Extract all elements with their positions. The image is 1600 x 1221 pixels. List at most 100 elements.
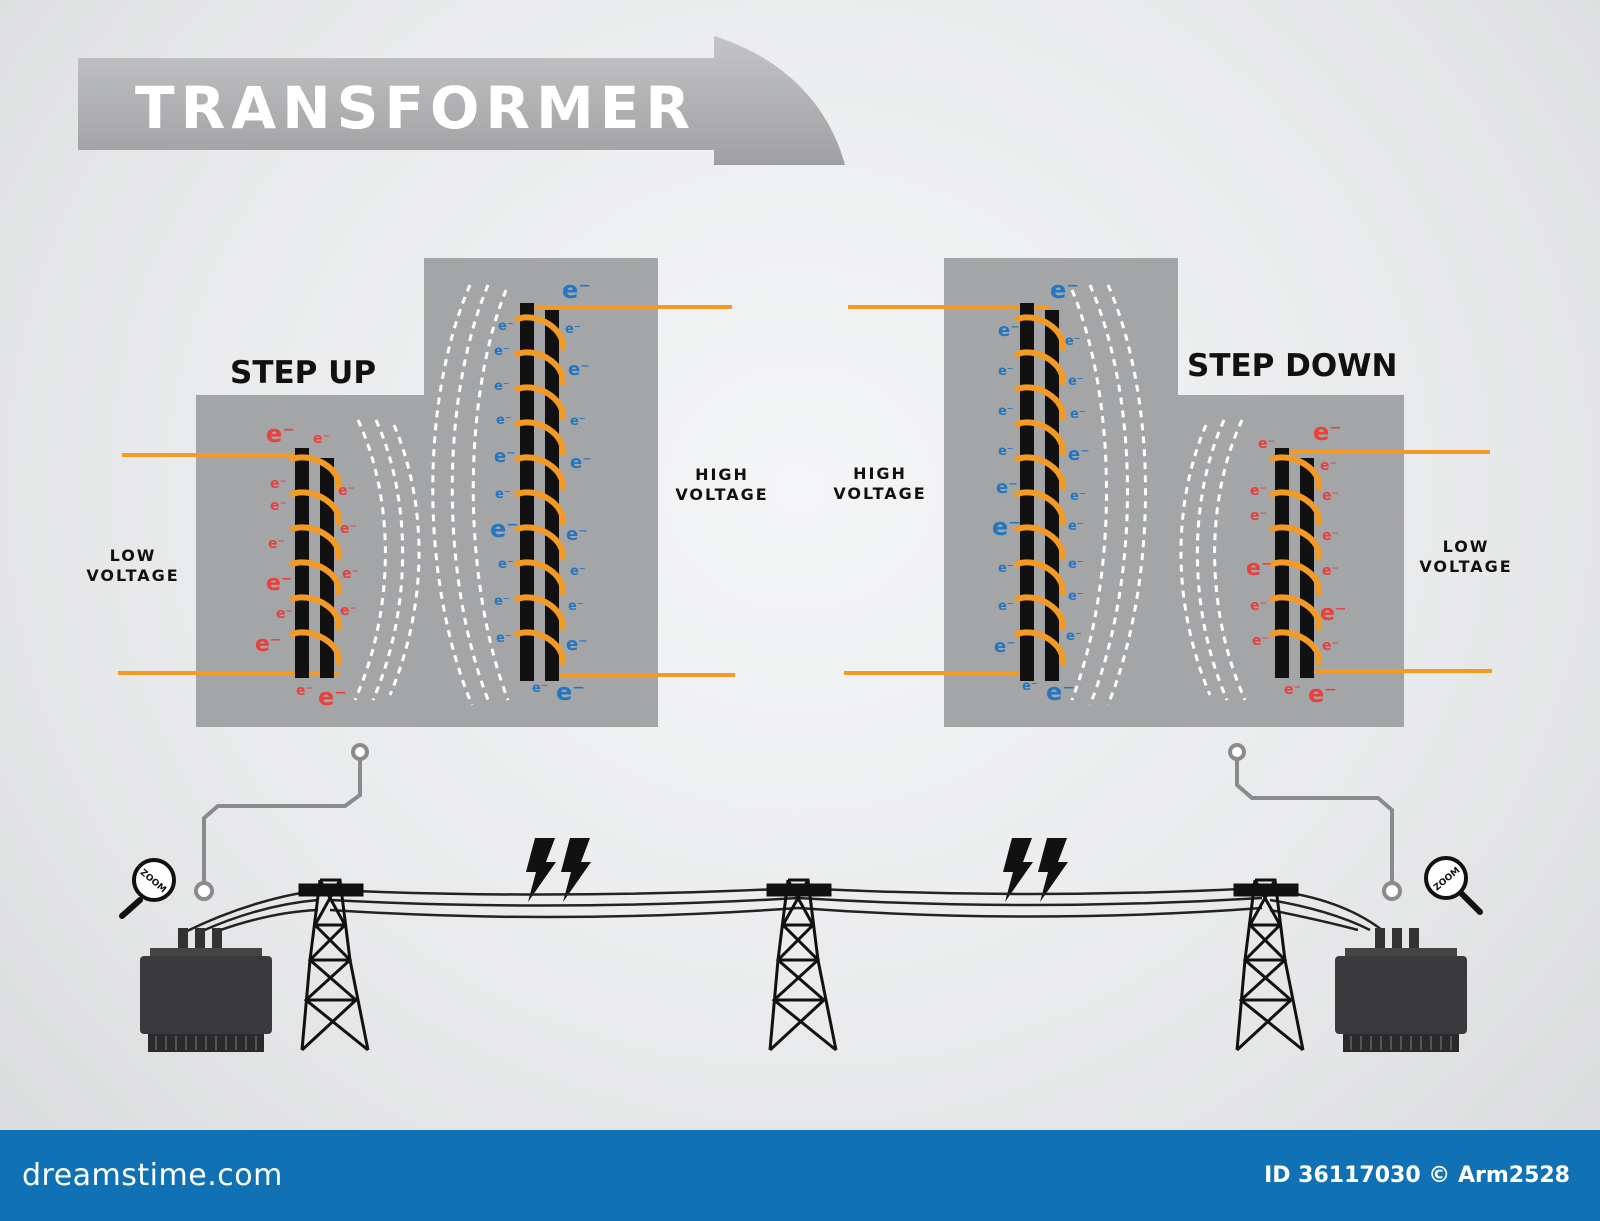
electron: e⁻ (1022, 679, 1038, 694)
electron: e⁻ (566, 524, 588, 545)
electron: e⁻ (1050, 276, 1079, 304)
page-title: TRANSFORMER (135, 74, 696, 142)
electron: e⁻ (1250, 598, 1267, 614)
electron: e⁻ (1068, 589, 1084, 604)
electron: e⁻ (568, 359, 590, 380)
electron: e⁻ (1252, 633, 1269, 649)
electron: e⁻ (490, 515, 519, 543)
electron: e⁻ (1065, 334, 1081, 349)
electron: e⁻ (1068, 374, 1084, 389)
step-down-low-voltage-line2: VOLTAGE (1419, 557, 1512, 576)
electron: e⁻ (494, 379, 510, 394)
step-up-low-voltage-line2: VOLTAGE (86, 566, 179, 585)
electron: e⁻ (556, 678, 585, 706)
electron: e⁻ (1068, 557, 1084, 572)
electron: e⁻ (1250, 483, 1267, 499)
electron: e⁻ (268, 536, 285, 552)
power-lines (184, 886, 1383, 934)
step-down-secondary-coil (1268, 454, 1322, 666)
electron: e⁻ (998, 599, 1014, 614)
step-down-transformer: STEP DOWN (833, 258, 1512, 727)
electron: e⁻ (266, 571, 293, 596)
step-up-label: STEP UP (230, 355, 376, 391)
electron: e⁻ (255, 632, 282, 657)
electron: e⁻ (562, 276, 591, 304)
electron: e⁻ (496, 413, 512, 428)
electron: e⁻ (1046, 678, 1075, 706)
electron: e⁻ (1322, 488, 1339, 504)
electron: e⁻ (270, 476, 287, 492)
electron: e⁻ (998, 364, 1014, 379)
step-up-high-voltage-line1: HIGH (695, 465, 749, 484)
electron: e⁻ (342, 566, 359, 582)
connector-right (1228, 743, 1402, 901)
pylon-left-icon (298, 878, 370, 1052)
electron: e⁻ (1246, 556, 1273, 581)
step-down-primary-coil (1013, 314, 1066, 666)
electron: e⁻ (496, 631, 512, 646)
electron: e⁻ (992, 513, 1021, 541)
electron: e⁻ (570, 564, 586, 579)
pylon-middle-icon (766, 878, 838, 1052)
electron: e⁻ (998, 444, 1014, 459)
title-banner: TRANSFORMER (78, 36, 845, 165)
electron: e⁻ (276, 606, 293, 622)
electron: e⁻ (1322, 563, 1339, 579)
step-up-electrons-low: e⁻ e⁻ e⁻ e⁻ e⁻ e⁻ e⁻ e⁻ e⁻ e⁻ e⁻ e⁻ e⁻ e… (255, 420, 359, 711)
step-up-low-voltage-line1: LOW (110, 546, 157, 565)
electron: e⁻ (1068, 519, 1084, 534)
step-down-high-voltage-line1: HIGH (853, 464, 907, 483)
electron: e⁻ (532, 681, 548, 696)
step-down-field-lines (1070, 284, 1247, 706)
electron: e⁻ (1322, 638, 1339, 654)
zoom-magnifier-left-icon: ZOOM (119, 858, 176, 919)
electron: e⁻ (498, 557, 514, 572)
electron: e⁻ (570, 414, 586, 429)
electron: e⁻ (568, 599, 584, 614)
step-down-electrons-high: e⁻ e⁻ e⁻ e⁻ e⁻ e⁻ e⁻ e⁻ e⁻ e⁻ e⁻ e⁻ e⁻ e… (992, 276, 1090, 706)
step-down-electrons-low: e⁻ e⁻ e⁻ e⁻ e⁻ e⁻ e⁻ e⁻ e⁻ e⁻ e⁻ e⁻ e⁻ e… (1246, 418, 1347, 708)
step-down-wires (844, 305, 1492, 675)
electron: e⁻ (1250, 508, 1267, 524)
lightning-bolt-right-icon (1003, 838, 1068, 902)
electron: e⁻ (338, 483, 355, 499)
electron: e⁻ (998, 320, 1020, 341)
step-down-high-voltage-line2: VOLTAGE (833, 484, 926, 503)
electron: e⁻ (1068, 444, 1090, 465)
electron: e⁻ (494, 594, 510, 609)
step-up-electrons-high: e⁻ e⁻ e⁻ e⁻ e⁻ e⁻ e⁻ e⁻ e⁻ e⁻ e⁻ e⁻ e⁻ e… (490, 276, 592, 706)
electron: e⁻ (494, 344, 510, 359)
electron: e⁻ (1284, 682, 1301, 698)
electron: e⁻ (998, 561, 1014, 576)
step-down-low-voltage-line1: LOW (1443, 537, 1490, 556)
ground-transformer-left-icon (140, 928, 272, 1052)
electron: e⁻ (1308, 680, 1337, 708)
footer-brand: dreamstime.com (22, 1158, 283, 1193)
electron: e⁻ (565, 322, 581, 337)
step-up-transformer: STEP UP (86, 258, 768, 727)
electron: e⁻ (494, 446, 516, 467)
step-up-secondary-coil (513, 314, 566, 666)
electron: e⁻ (318, 683, 347, 711)
electron: e⁻ (313, 431, 330, 447)
step-up-high-voltage-line2: VOLTAGE (675, 485, 768, 504)
electron: e⁻ (1066, 629, 1082, 644)
electron: e⁻ (994, 636, 1016, 657)
electron: e⁻ (270, 498, 287, 514)
electron: e⁻ (1320, 458, 1337, 474)
electron: e⁻ (1313, 418, 1342, 446)
electron: e⁻ (340, 521, 357, 537)
footer-credit: ID 36117030 © Arm2528 (1264, 1163, 1570, 1188)
step-up-core (196, 258, 658, 727)
electron: e⁻ (495, 487, 511, 502)
electron: e⁻ (266, 420, 295, 448)
transformer-diagram: TRANSFORMER STEP UP (78, 36, 1512, 1052)
footer-bar: dreamstime.com ID 36117030 © Arm2528 (0, 1130, 1600, 1221)
step-down-label: STEP DOWN (1187, 348, 1397, 384)
electron: e⁻ (498, 319, 514, 334)
pylon-right-icon (1233, 878, 1305, 1052)
ground-transformer-right-icon (1335, 928, 1467, 1052)
electron: e⁻ (570, 452, 592, 473)
step-up-primary-coil (288, 454, 342, 666)
electron: e⁻ (1070, 407, 1086, 422)
